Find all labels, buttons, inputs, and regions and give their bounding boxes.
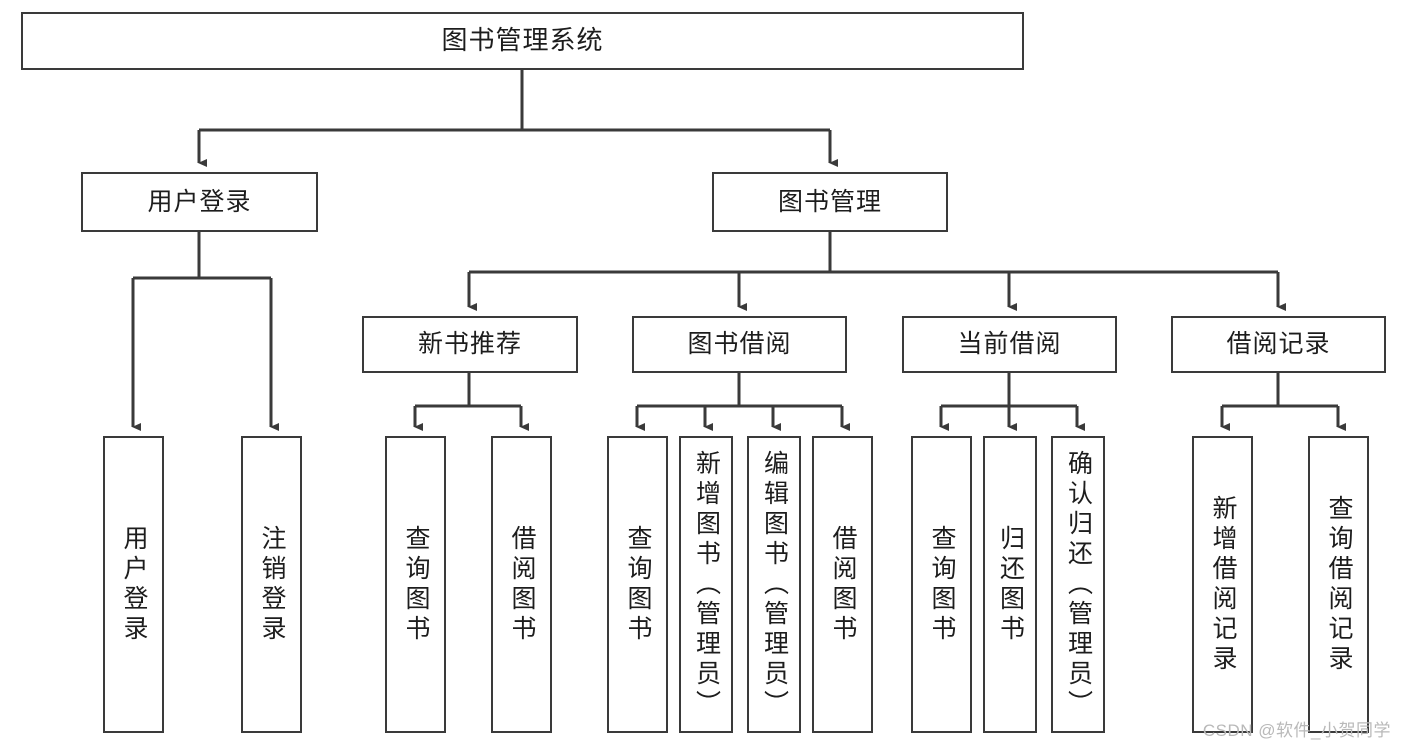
node-leaf-new-book-query-book[interactable]: 查询图书: [385, 436, 446, 733]
node-label: 图书借阅: [687, 330, 792, 359]
node-label: 新增图书（管理员）: [692, 449, 721, 720]
node-label: 借阅图书: [829, 524, 857, 645]
node-book-management[interactable]: 图书管理: [712, 172, 948, 232]
node-label: 归还图书: [996, 524, 1025, 645]
node-label: 确认归还（管理员）: [1064, 449, 1093, 720]
node-user-login[interactable]: 用户登录: [81, 172, 318, 232]
node-label: 用户登录: [120, 524, 148, 645]
node-leaf-user-login-logout[interactable]: 注销登录: [241, 436, 302, 733]
node-label: 查询图书: [402, 524, 430, 645]
node-leaf-new-book-borrow-book[interactable]: 借阅图书: [491, 436, 552, 733]
node-label: 用户登录: [147, 187, 252, 216]
node-label: 新增借阅记录: [1209, 494, 1237, 675]
node-new-book-recommend[interactable]: 新书推荐: [362, 316, 578, 373]
node-leaf-borrow-add-book-admin[interactable]: 新增图书（管理员）: [679, 436, 733, 733]
node-book-borrow[interactable]: 图书借阅: [632, 316, 847, 373]
node-leaf-current-query-book[interactable]: 查询图书: [911, 436, 972, 733]
node-leaf-current-confirm-return-admin[interactable]: 确认归还（管理员）: [1051, 436, 1105, 733]
node-leaf-user-login-login[interactable]: 用户登录: [103, 436, 164, 733]
node-leaf-borrow-edit-book-admin[interactable]: 编辑图书（管理员）: [747, 436, 801, 733]
node-label: 注销登录: [258, 524, 286, 645]
node-borrow-record[interactable]: 借阅记录: [1171, 316, 1386, 373]
node-label: 查询借阅记录: [1325, 494, 1353, 675]
node-label: 编辑图书（管理员）: [760, 449, 789, 720]
node-label: 借阅记录: [1226, 330, 1331, 359]
node-leaf-borrow-borrow-book[interactable]: 借阅图书: [812, 436, 873, 733]
node-leaf-record-query-record[interactable]: 查询借阅记录: [1308, 436, 1369, 733]
node-label: 借阅图书: [508, 524, 536, 645]
node-root-book-management-system[interactable]: 图书管理系统: [21, 12, 1024, 70]
node-label: 查询图书: [928, 524, 956, 645]
node-leaf-borrow-query-book[interactable]: 查询图书: [607, 436, 668, 733]
node-label: 新书推荐: [417, 330, 522, 359]
node-current-borrow[interactable]: 当前借阅: [902, 316, 1117, 373]
node-leaf-record-add-record[interactable]: 新增借阅记录: [1192, 436, 1253, 733]
csdn-watermark: CSDN @软件_小贺同学: [1202, 721, 1391, 740]
node-leaf-current-return-book[interactable]: 归还图书: [983, 436, 1037, 733]
node-label: 当前借阅: [957, 330, 1062, 359]
node-label: 图书管理系统: [441, 25, 604, 56]
node-label: 查询图书: [624, 524, 652, 645]
node-label: 图书管理: [777, 187, 882, 216]
